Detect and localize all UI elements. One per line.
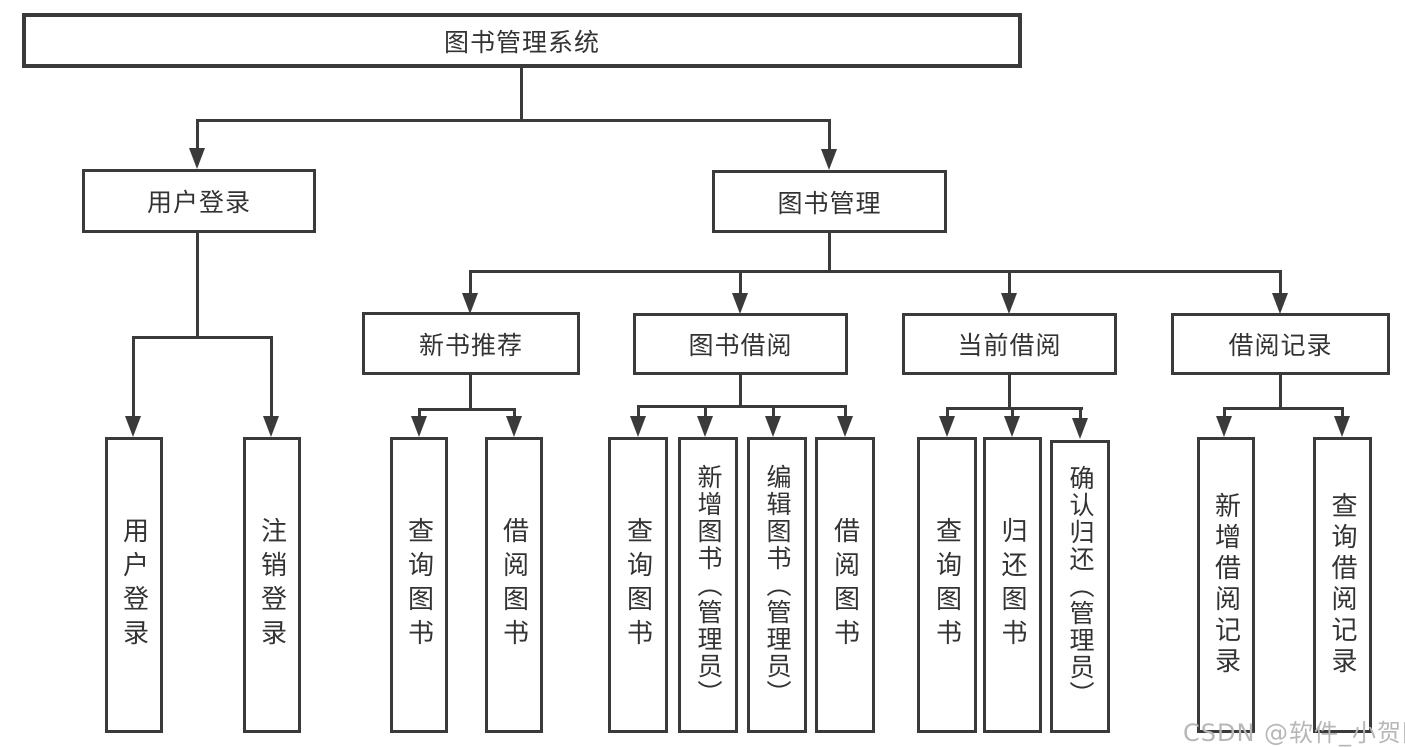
node-confirm-return-admin: 确认归还（管理员） — [1050, 440, 1110, 733]
connector-line — [1079, 407, 1082, 420]
arrowhead-icon — [837, 416, 853, 437]
node-new-book-recommendation: 新书推荐 — [362, 312, 580, 375]
arrowhead-icon — [732, 293, 748, 314]
node-return-books: 归还图书 — [983, 437, 1042, 733]
connector-line — [946, 407, 1083, 410]
node-label: 用户登录 — [118, 517, 149, 653]
arrowhead-icon — [125, 416, 141, 437]
connector-line — [132, 336, 135, 417]
arrowhead-icon — [189, 148, 205, 169]
arrowhead-icon — [462, 293, 478, 314]
connector-line — [637, 405, 640, 418]
connector-line — [828, 233, 831, 270]
connector-line — [520, 68, 523, 119]
node-label: 借阅图书 — [498, 517, 529, 653]
node-query-books-recommend: 查询图书 — [390, 437, 448, 733]
node-label: 归还图书 — [997, 517, 1027, 653]
node-borrow-books: 借阅图书 — [815, 437, 875, 733]
arrowhead-icon — [630, 416, 646, 437]
node-library-management-system: 图书管理系统 — [22, 13, 1022, 68]
node-user-login-leaf: 用户登录 — [105, 437, 163, 733]
node-label: 借阅图书 — [829, 517, 860, 653]
node-label: 确认归还（管理员） — [1066, 465, 1095, 708]
node-label: 图书管理 — [777, 188, 882, 218]
connector-line — [270, 336, 273, 417]
arrowhead-icon — [411, 416, 427, 437]
connector-line — [828, 119, 831, 150]
connector-line — [739, 375, 742, 405]
connector-line — [196, 119, 199, 150]
node-user-login: 用户登录 — [82, 169, 316, 233]
arrowhead-icon — [939, 416, 955, 437]
connector-line — [1279, 375, 1282, 407]
node-label: 查询图书 — [403, 517, 434, 653]
connector-line — [469, 270, 472, 294]
arrowhead-icon — [765, 416, 781, 437]
connector-line — [1008, 375, 1011, 407]
arrowhead-icon — [1001, 293, 1017, 314]
connector-line — [469, 270, 1282, 273]
connector-line — [132, 336, 273, 339]
connector-line — [946, 407, 949, 418]
arrowhead-icon — [1004, 416, 1020, 437]
node-add-borrow-record: 新增借阅记录 — [1197, 437, 1255, 733]
node-label: 查询图书 — [931, 517, 962, 653]
connector-line — [196, 119, 831, 122]
arrowhead-icon — [697, 416, 713, 437]
connector-line — [844, 405, 847, 418]
connector-line — [1223, 407, 1344, 410]
arrowhead-icon — [1272, 293, 1288, 314]
node-label: 注销登录 — [256, 517, 287, 653]
node-label: 查询图书 — [622, 517, 653, 653]
connector-line — [469, 375, 472, 408]
node-query-books-current: 查询图书 — [917, 437, 977, 733]
arrowhead-icon — [1072, 418, 1088, 439]
connector-line — [1341, 407, 1344, 418]
node-label: 新增借阅记录 — [1210, 492, 1241, 678]
node-edit-books-admin: 编辑图书（管理员） — [747, 437, 807, 733]
node-book-management: 图书管理 — [712, 170, 947, 233]
connector-line — [1008, 270, 1011, 294]
node-book-borrowing: 图书借阅 — [633, 313, 848, 375]
node-label: 编辑图书（管理员） — [763, 463, 792, 707]
connector-line — [418, 408, 516, 411]
node-label: 图书管理系统 — [443, 27, 600, 57]
connector-line — [739, 270, 742, 294]
connector-line — [1011, 407, 1014, 418]
connector-line — [418, 408, 421, 418]
node-current-borrowing: 当前借阅 — [902, 313, 1117, 375]
node-label: 用户登录 — [146, 188, 251, 217]
connector-line — [637, 405, 847, 408]
node-label: 图书借阅 — [688, 331, 793, 360]
arrowhead-icon — [506, 416, 522, 437]
node-add-books-admin: 新增图书（管理员） — [678, 437, 738, 733]
connector-line — [1279, 270, 1282, 294]
node-logout: 注销登录 — [243, 437, 301, 733]
connector-line — [772, 405, 775, 418]
arrowhead-icon — [1216, 416, 1232, 437]
arrowhead-icon — [1334, 416, 1350, 437]
connector-line — [196, 233, 199, 336]
connector-line — [704, 405, 707, 418]
node-label: 新增图书（管理员） — [694, 463, 723, 707]
node-query-books-borrowing: 查询图书 — [608, 437, 668, 733]
node-query-borrow-record: 查询借阅记录 — [1313, 437, 1372, 733]
node-label: 借阅记录 — [1228, 331, 1333, 360]
node-label: 当前借阅 — [957, 331, 1062, 360]
arrowhead-icon — [263, 416, 279, 437]
node-borrowing-records: 借阅记录 — [1171, 313, 1390, 375]
connector-line — [1223, 407, 1226, 418]
csdn-watermark: CSDN @软件_小贺同学 — [1183, 719, 1405, 747]
node-label: 新书推荐 — [418, 330, 523, 360]
arrowhead-icon — [821, 149, 837, 170]
node-borrow-books-recommend: 借阅图书 — [485, 437, 543, 733]
connector-line — [513, 408, 516, 418]
node-label: 查询借阅记录 — [1327, 492, 1357, 678]
